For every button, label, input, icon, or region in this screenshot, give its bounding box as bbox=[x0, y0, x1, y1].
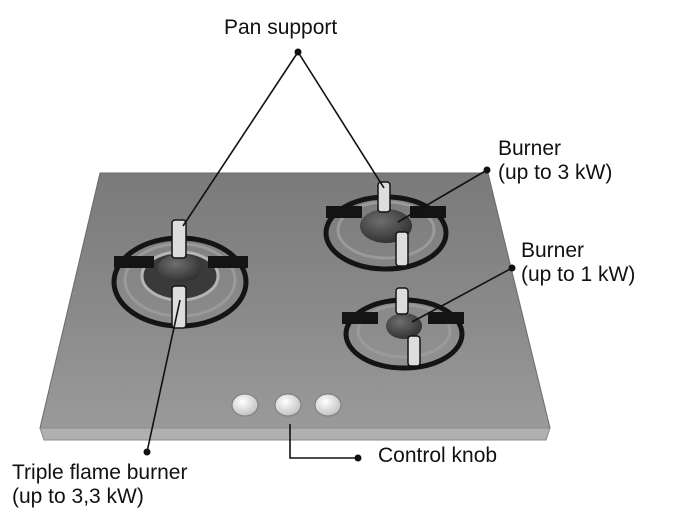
pan-support-arm bbox=[171, 219, 187, 259]
burner-small bbox=[342, 287, 465, 371]
control-knob bbox=[314, 393, 342, 417]
label-triple-flame-burner-name: Triple flame burner bbox=[12, 461, 188, 484]
label-burner-large-rating: (up to 3 kW) bbox=[498, 161, 613, 184]
pan-support-arm bbox=[407, 335, 421, 367]
pan-support-arm bbox=[395, 287, 409, 315]
label-burner-small-name: Burner bbox=[521, 239, 585, 262]
triple-flame-burner bbox=[111, 219, 249, 329]
label-control-knob: Control knob bbox=[378, 444, 497, 468]
pan-support-arm bbox=[342, 312, 378, 324]
label-burner-small: Burner (up to 1 kW) bbox=[521, 239, 635, 287]
leader-control-knob bbox=[289, 424, 358, 459]
pan-support-arm bbox=[395, 231, 409, 267]
pan-support-arm bbox=[208, 256, 248, 268]
leader-dots bbox=[143, 48, 516, 462]
pan-support-arm bbox=[377, 181, 391, 213]
label-burner-large: Burner (up to 3 kW) bbox=[498, 137, 612, 185]
leader-burner-small bbox=[411, 267, 513, 323]
label-triple-flame-burner-rating: (up to 3,3 kW) bbox=[12, 485, 144, 508]
pan-support-arm bbox=[114, 256, 154, 268]
leader-triple-burner bbox=[146, 299, 181, 453]
leader-lines bbox=[146, 51, 513, 459]
label-burner-small-rating: (up to 1 kW) bbox=[521, 263, 636, 286]
pan-support-arm bbox=[326, 206, 362, 218]
control-knob bbox=[231, 393, 259, 417]
leader-burner-large bbox=[397, 169, 488, 223]
control-knobs bbox=[231, 393, 342, 417]
label-triple-flame-burner: Triple flame burner (up to 3,3 kW) bbox=[12, 461, 187, 509]
leader-pan-support-left bbox=[182, 51, 299, 227]
control-knob bbox=[274, 393, 302, 417]
label-control-knob-text: Control knob bbox=[378, 444, 498, 467]
leader-pan-support-right bbox=[297, 51, 385, 189]
burner-large bbox=[323, 181, 449, 272]
pan-support-arm bbox=[428, 312, 464, 324]
label-pan-support-text: Pan support bbox=[224, 16, 338, 39]
label-pan-support: Pan support bbox=[224, 16, 337, 40]
label-burner-large-name: Burner bbox=[498, 137, 562, 160]
